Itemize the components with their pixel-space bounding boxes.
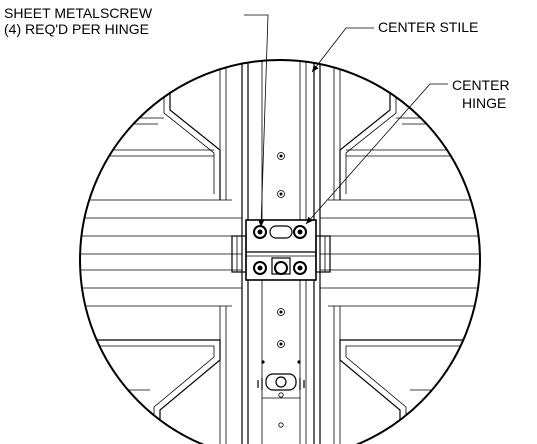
lower-right-panel (328, 305, 480, 444)
center-hinge-callout-line2: HINGE (462, 95, 506, 111)
lower-left-panel (80, 305, 232, 444)
detail-circle (79, 59, 481, 444)
stile-holes (261, 152, 301, 428)
screw-callout-line2: (4) REQ'D PER HINGE (4, 21, 149, 37)
callout-leaders (244, 14, 448, 228)
detail-circle-contents (80, 60, 480, 444)
center-hinge (231, 219, 331, 281)
latch-hardware (257, 373, 305, 399)
screw-callout-line1: SHEET METALSCREW (4, 5, 153, 21)
center-hinge-callout-line1: CENTER (452, 77, 510, 93)
center-stile-callout: CENTER STILE (378, 19, 478, 35)
